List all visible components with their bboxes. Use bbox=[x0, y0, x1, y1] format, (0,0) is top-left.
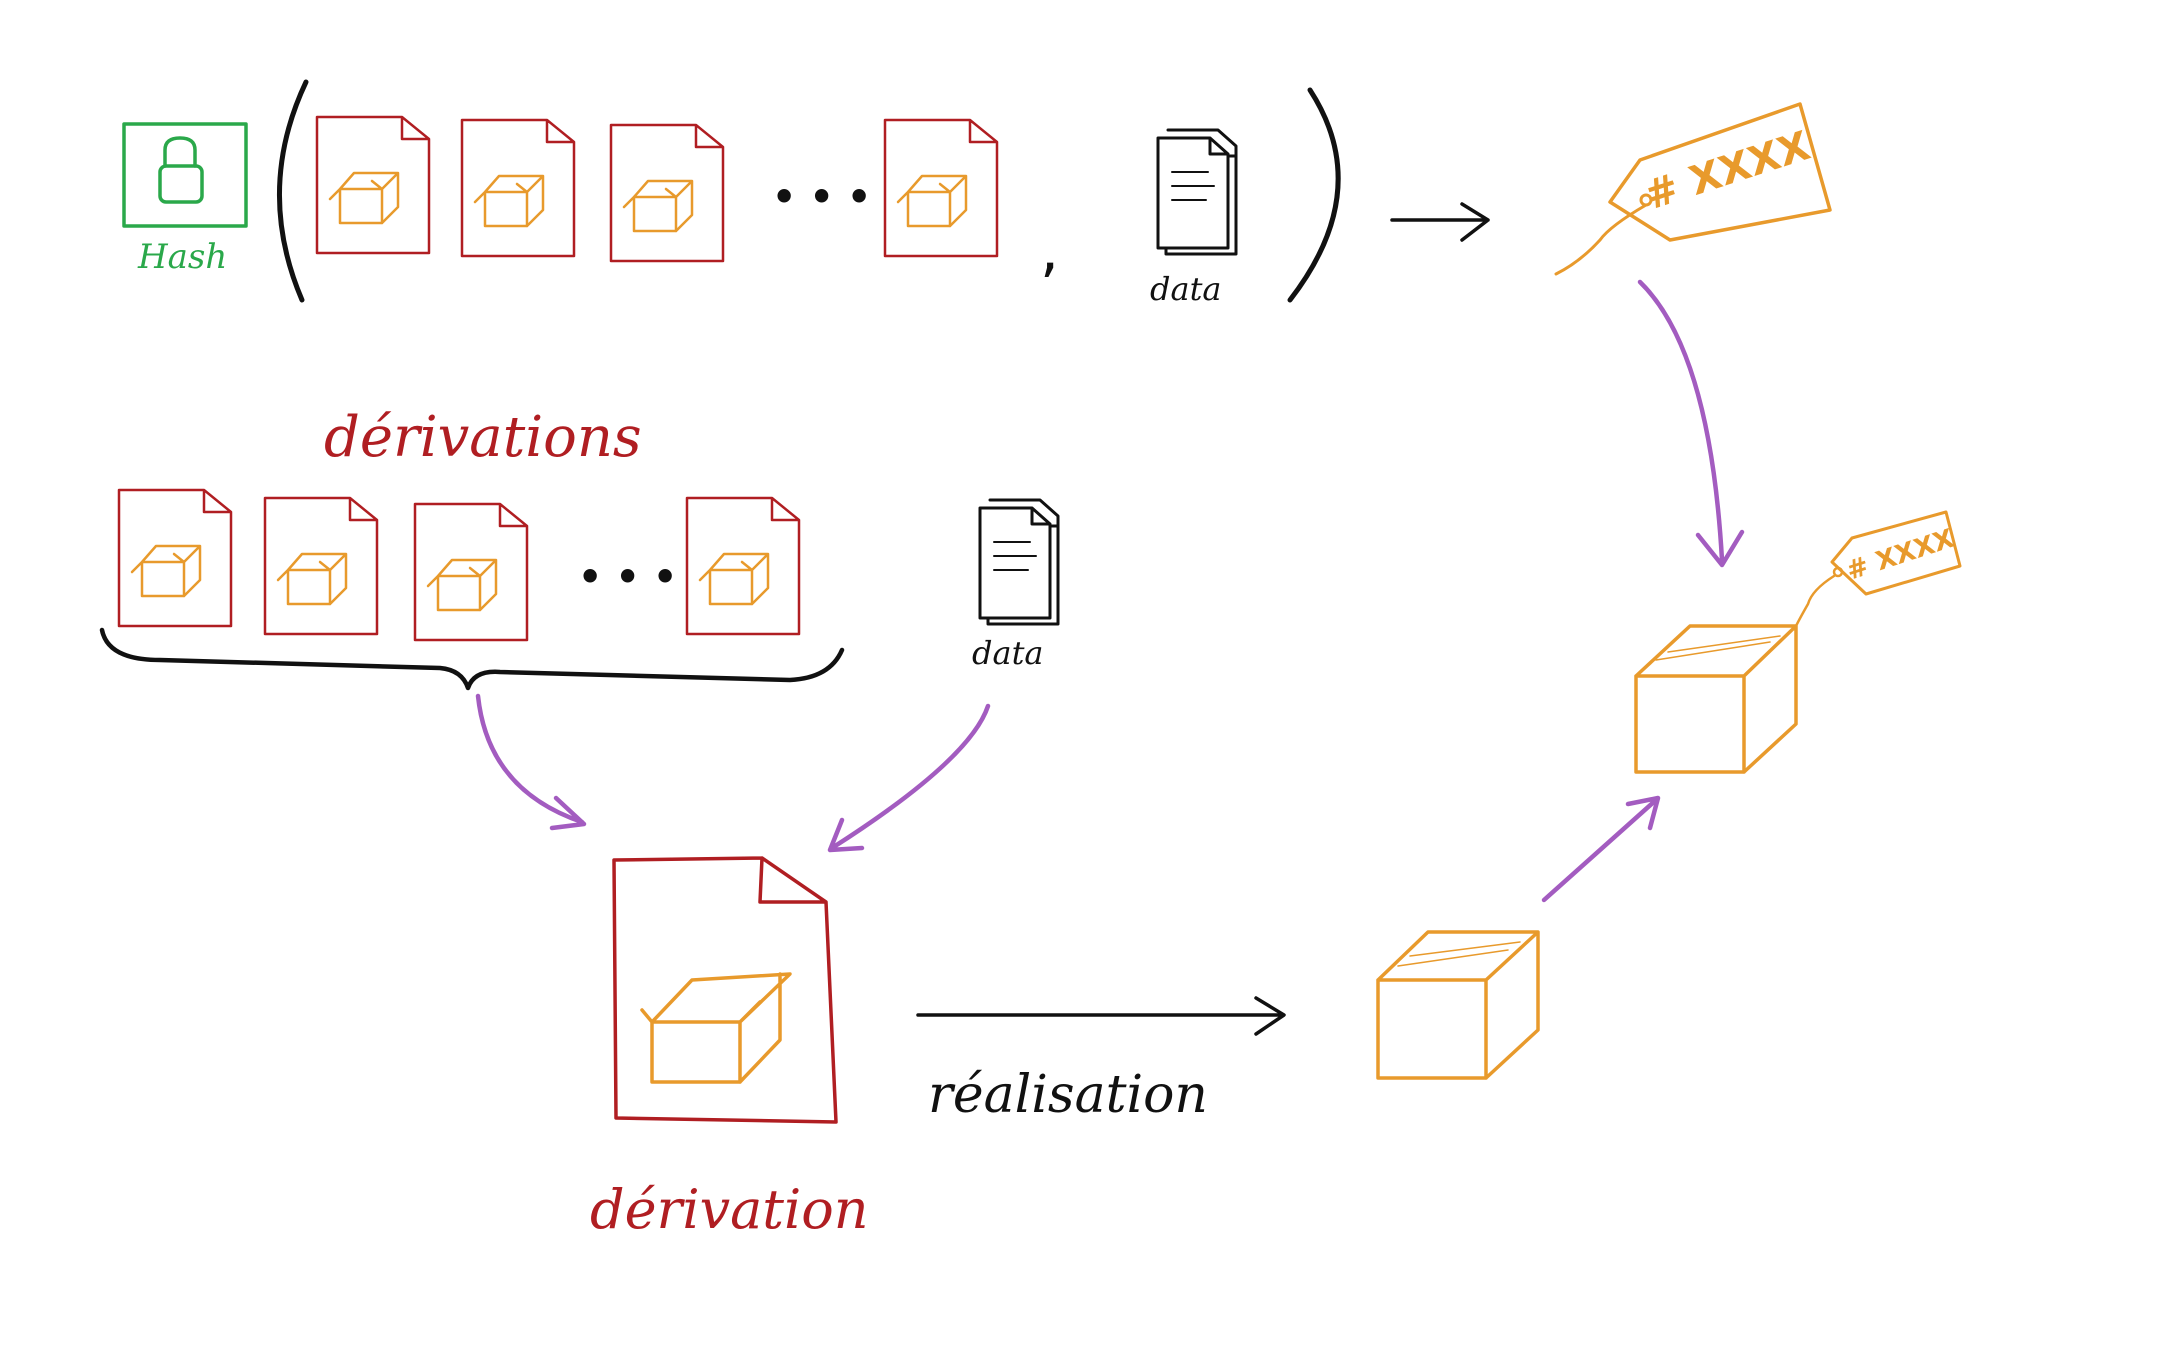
lock-icon bbox=[122, 122, 248, 228]
lock-shackle bbox=[163, 136, 197, 168]
comma: , bbox=[1040, 215, 1059, 285]
document-stack-icon bbox=[1156, 128, 1238, 256]
derivation-file-icon bbox=[460, 118, 576, 258]
derivation-file-icon bbox=[609, 123, 725, 263]
price-tag-icon: # XXXX bbox=[1554, 102, 1832, 276]
hash-label: Hash bbox=[137, 237, 227, 277]
curly-brace bbox=[99, 627, 845, 691]
document-stack-icon bbox=[978, 498, 1060, 626]
close-parenthesis bbox=[1287, 87, 1341, 303]
realisation-label: réalisation bbox=[928, 1065, 1208, 1125]
cube-icon bbox=[1376, 930, 1540, 1080]
tag-large-label: # XXXX bbox=[1639, 123, 1816, 220]
derivation-file-icon bbox=[315, 115, 431, 255]
open-parenthesis bbox=[277, 79, 309, 303]
tag-small-label: # XXXX bbox=[1843, 524, 1958, 587]
realisation-arrow bbox=[916, 996, 1286, 1036]
ellipsis-middle: • • • bbox=[578, 555, 677, 599]
arrow-tag-to-cube bbox=[1637, 279, 1745, 568]
data-label-middle: data bbox=[972, 634, 1044, 672]
derivation-label: dérivation bbox=[590, 1178, 869, 1241]
cube-icon bbox=[1634, 624, 1798, 774]
lock-body bbox=[158, 164, 204, 204]
hash-function: Hash bbox=[122, 122, 248, 277]
derivation-file-icon bbox=[883, 118, 999, 258]
derivations-label: dérivations bbox=[324, 405, 642, 470]
arrow-data-to-derivation bbox=[827, 703, 991, 853]
tagged-cube: # XXXX bbox=[1634, 510, 1962, 774]
box-icon bbox=[640, 972, 792, 1084]
data-label-top: data bbox=[1150, 270, 1222, 308]
derivation-file-icon bbox=[263, 496, 379, 636]
price-tag-icon: # XXXX bbox=[1794, 510, 1962, 628]
ellipsis-top: • • • bbox=[772, 175, 871, 219]
derivation-file-icon bbox=[413, 502, 529, 642]
derivation-file-icon bbox=[612, 856, 838, 1124]
derivation-file-large bbox=[612, 856, 838, 1124]
arrow-derivations-to-derivation bbox=[475, 693, 587, 831]
derivation-file-icon bbox=[117, 488, 233, 628]
hash-arrow bbox=[1390, 202, 1490, 242]
derivation-file-icon bbox=[685, 496, 801, 636]
arrow-cube-to-tagged-cube bbox=[1541, 795, 1661, 903]
